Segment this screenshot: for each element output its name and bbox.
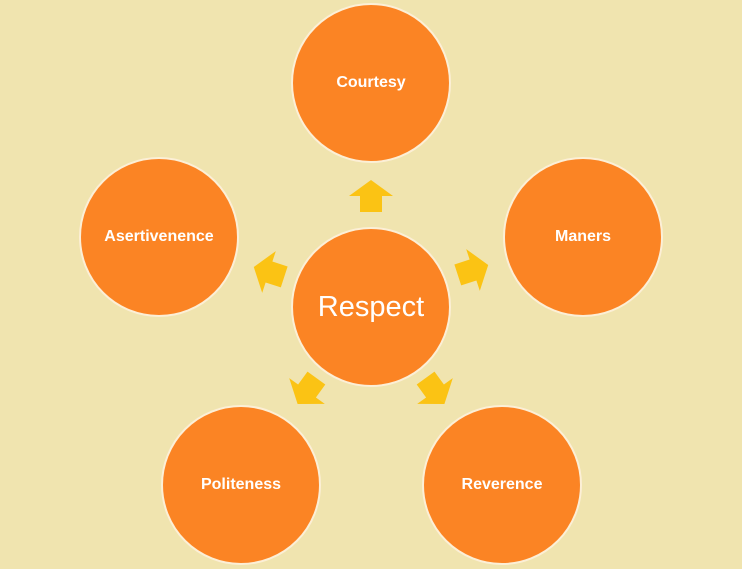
- center-node-label: Respect: [317, 290, 425, 323]
- arrow-to-maners-icon: [454, 249, 489, 291]
- arrow-to-reverence-icon: [416, 371, 453, 404]
- node-asertivenence: Asertivenence: [79, 157, 239, 317]
- node-label-maners: Maners: [554, 228, 612, 245]
- node-courtesy: Courtesy: [291, 3, 451, 163]
- node-label-asertivenence: Asertivenence: [104, 228, 214, 245]
- arrow-to-politeness-icon: [289, 371, 326, 404]
- arrow-to-courtesy-icon: [349, 180, 393, 212]
- node-label-reverence: Reverence: [461, 476, 543, 493]
- node-politeness: Politeness: [161, 405, 321, 565]
- node-maners: Maners: [503, 157, 663, 317]
- node-label-politeness: Politeness: [200, 476, 282, 493]
- node-reverence: Reverence: [422, 405, 582, 565]
- node-label-courtesy: Courtesy: [336, 74, 406, 91]
- arrow-to-asertivenence-icon: [253, 251, 288, 293]
- center-node-respect: Respect: [291, 227, 451, 387]
